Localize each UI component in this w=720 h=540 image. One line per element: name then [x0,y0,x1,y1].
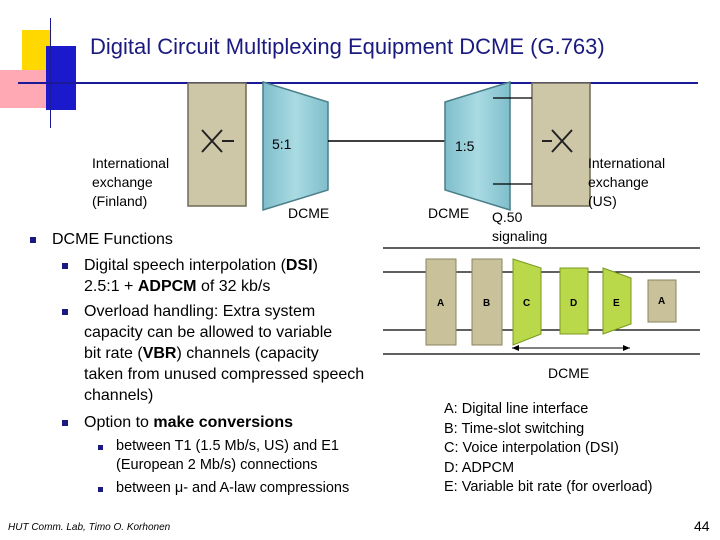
bullet-marker [98,487,103,492]
left-dcme-unit [262,80,329,212]
bullet-marker [30,237,36,243]
page-number: 44 [694,518,710,534]
sub-item-t1-e1: between T1 (1.5 Mb/s, US) and E1 (Europe… [116,438,339,473]
function-item-conversions: Option to make conversions [84,414,293,431]
dcme-block-diagram [383,247,700,355]
block-c [512,258,542,346]
block-b-label: B [483,298,491,309]
block-a-left-label: A [437,298,445,309]
bullet-marker [62,309,68,315]
bullet-marker [62,263,68,269]
right-dcme-label: DCME [428,205,470,221]
block-a-left [425,258,457,346]
function-item-overload: Overload handling: Extra system capacity… [84,303,365,404]
function-item-dsi: Digital speech interpolation (DSI) 2.5:1… [84,257,318,295]
bullet-marker [62,420,68,426]
title-underline [18,82,698,84]
right-exchange-switch [531,82,591,207]
left-dcme-label: DCME [288,205,330,221]
block-e-label: E [613,298,620,309]
block-legend: A: Digital line interface B: Time-slot s… [444,401,653,495]
page-title: Digital Circuit Multiplexing Equipment D… [90,34,605,59]
block-e [602,267,632,335]
corner-decoration-yellow [22,30,50,70]
ratio-right-label: 1:5 [455,138,475,154]
block-c-label: C [523,298,531,309]
sub-item-mu-a-law: between μ- and A-law compressions [116,480,350,496]
footer-credit: HUT Comm. Lab, Timo O. Korhonen [8,522,171,533]
right-dcme-unit [444,80,511,212]
block-b [471,258,503,346]
left-exchange-switch [187,82,247,207]
corner-decoration-pink [0,70,48,108]
block-d [559,267,589,335]
title-vertical-line [50,18,51,128]
block-a-right-label: A [658,296,666,307]
block-diagram-dcme-label: DCME [548,365,590,381]
right-exchange-label: International exchange (US) [588,155,666,209]
bullet-marker [98,445,103,450]
left-exchange-label: International exchange (Finland) [92,155,170,209]
block-a-right [647,279,677,323]
functions-heading: DCME Functions [52,231,173,248]
signaling-label: Q.50 signaling [492,209,548,244]
block-d-label: D [570,298,578,309]
ratio-left-label: 5:1 [272,136,292,152]
corner-decoration-blue [46,46,76,110]
